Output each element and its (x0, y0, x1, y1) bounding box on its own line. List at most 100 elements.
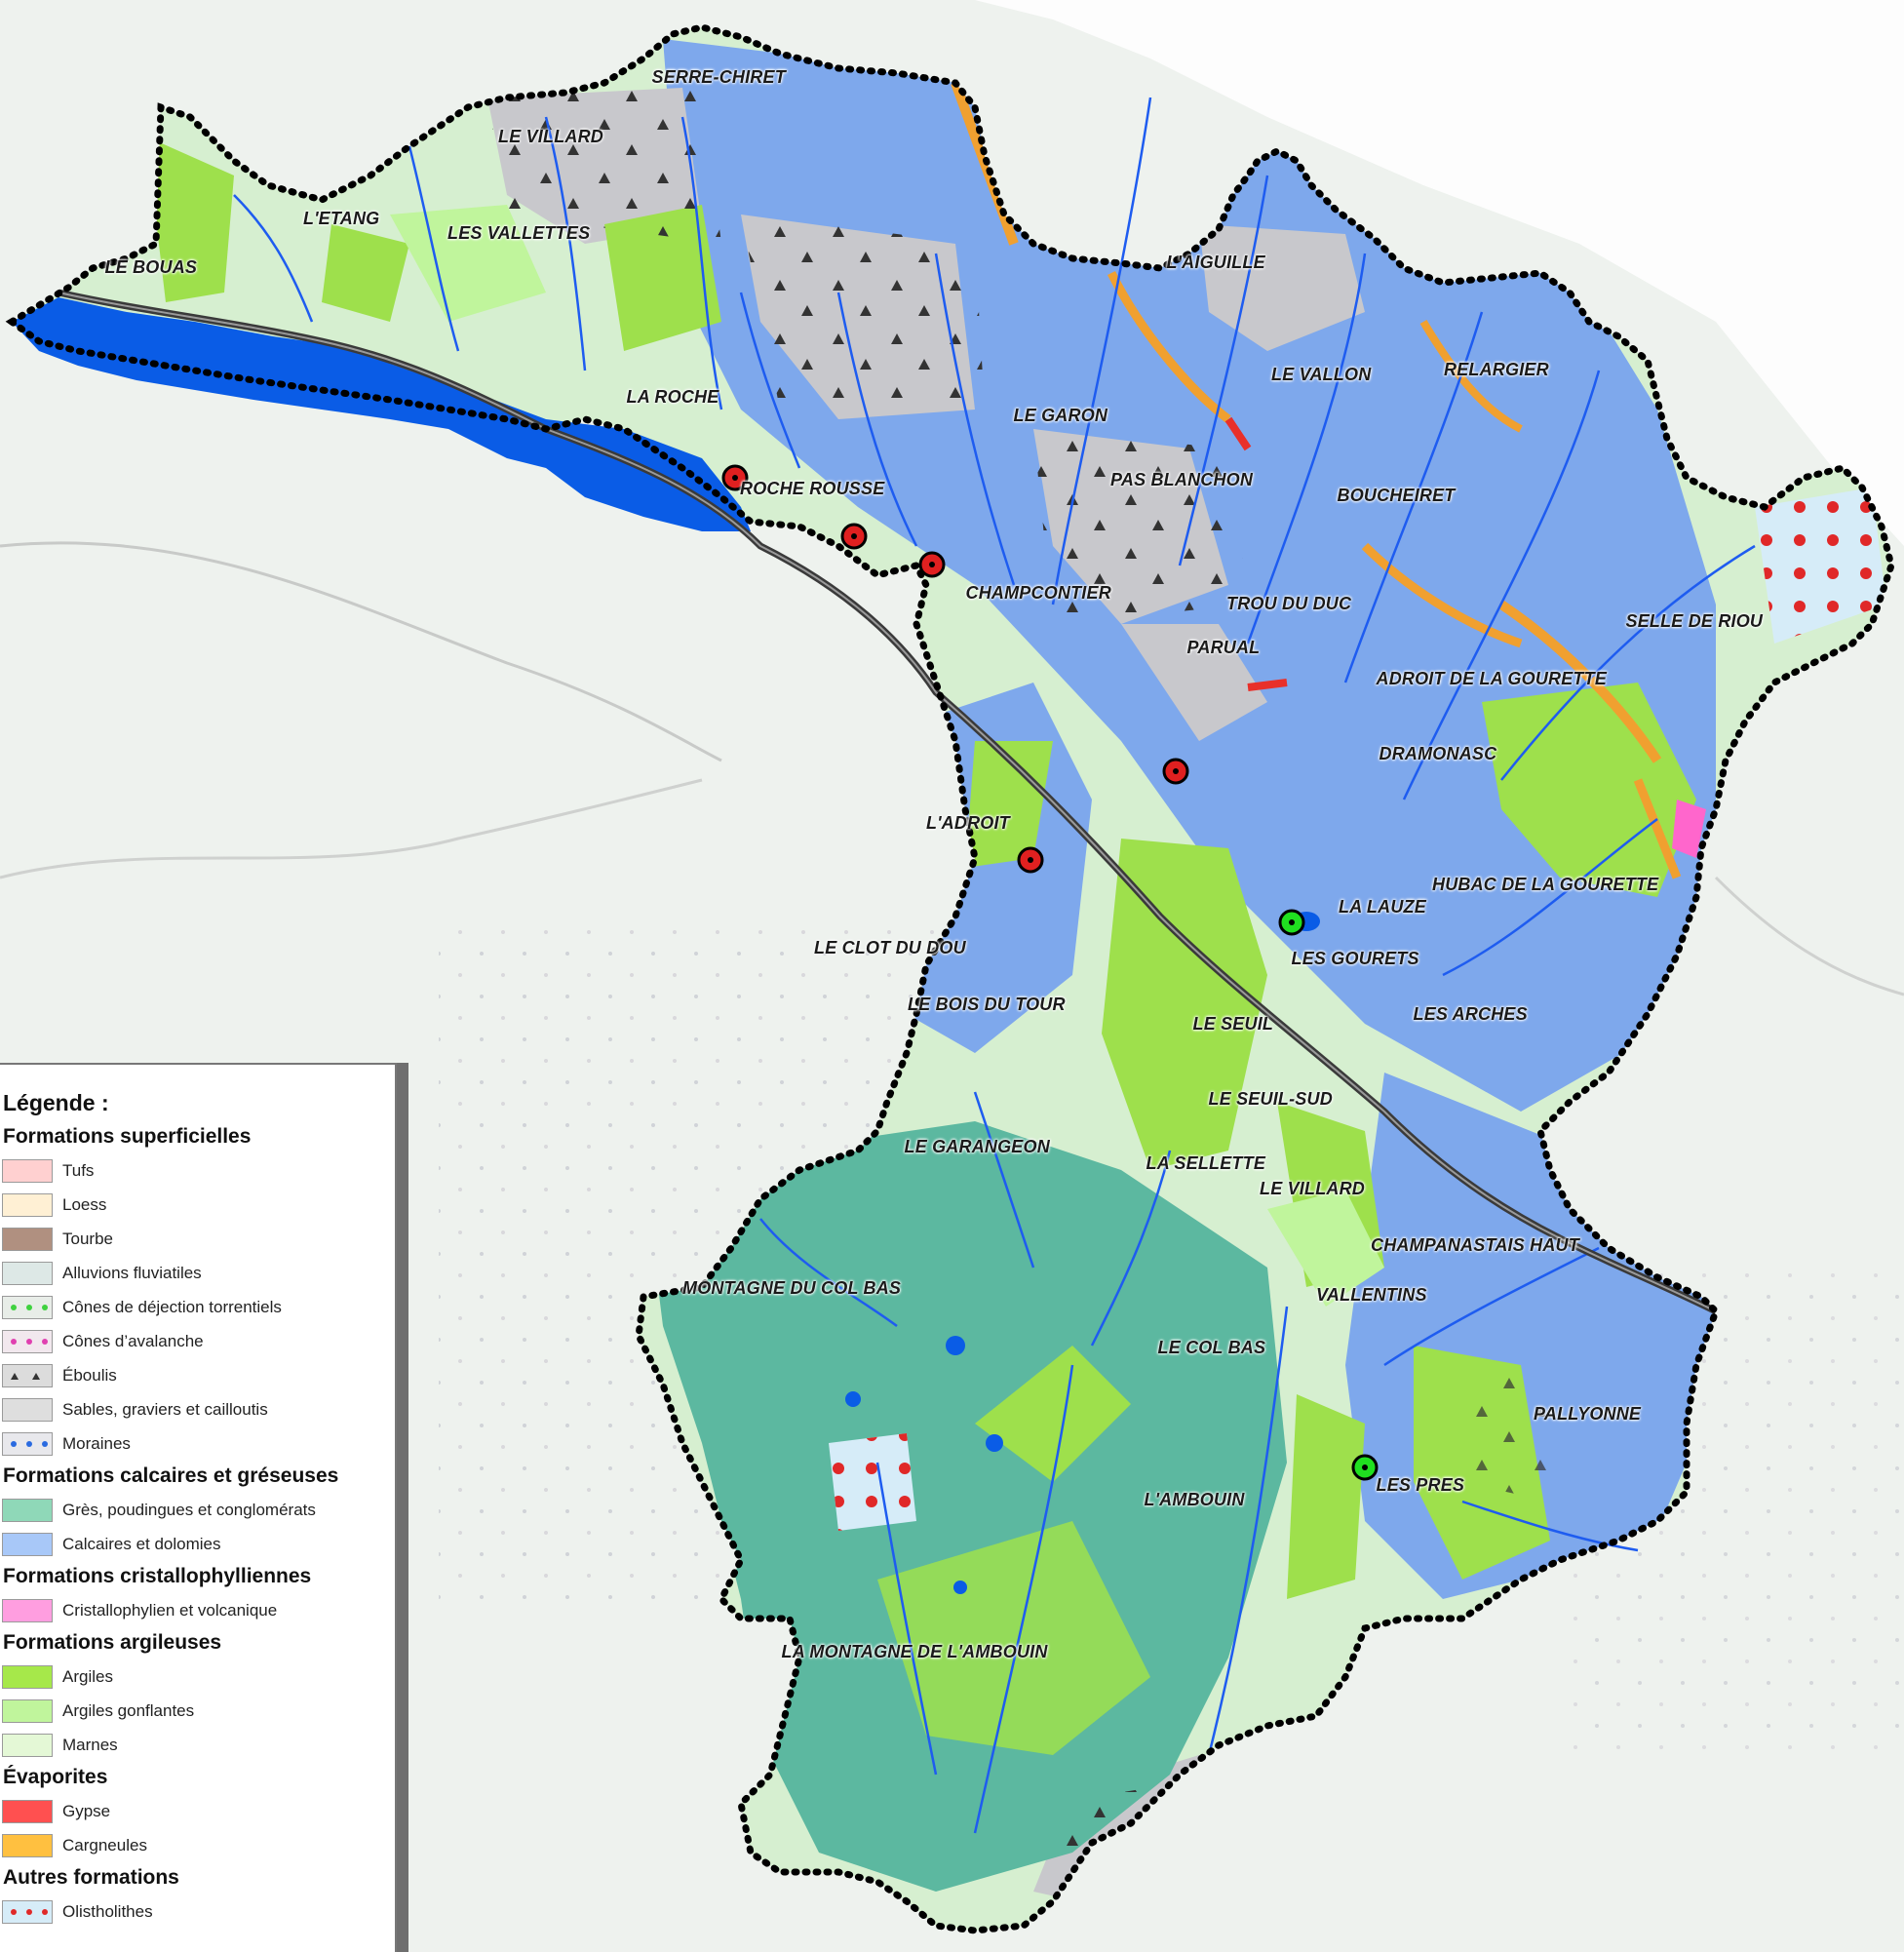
legend-item-label: Argiles (62, 1667, 113, 1686)
place-label: HUBAC DE LA GOURETTE (1432, 875, 1659, 894)
place-label: LE CLOT DU DOU (814, 938, 966, 957)
legend-item-label: Moraines (62, 1434, 131, 1453)
legend-swatch (2, 1800, 53, 1823)
green-marker (1351, 1454, 1379, 1481)
lake (12, 297, 751, 531)
place-label: LE COL BAS (1157, 1338, 1266, 1357)
legend-item-label: Grès, poudingues et conglomérats (62, 1501, 316, 1519)
legend-swatch (2, 1432, 53, 1456)
legend-section-title: Formations argileuses (3, 1631, 222, 1654)
place-label: CHAMPANASTAIS HAUT (1371, 1235, 1579, 1255)
red-markers (721, 464, 1189, 874)
legend-item: Olistholithes (2, 1898, 153, 1926)
red-marker (1162, 758, 1189, 785)
place-label: RELARGIER (1444, 360, 1549, 379)
place-label: LES ARCHES (1413, 1004, 1528, 1024)
legend-swatch (2, 1900, 53, 1924)
legend-item: Tufs (2, 1157, 94, 1185)
place-label: PALLYONNE (1534, 1404, 1642, 1424)
legend-section-title: Autres formations (3, 1866, 179, 1889)
legend-item: Marnes (2, 1732, 118, 1759)
place-label: LE SEUIL (1192, 1014, 1274, 1034)
legend-swatch (2, 1834, 53, 1857)
red-marker (1017, 846, 1044, 874)
legend-swatch (2, 1296, 53, 1319)
legend-item-label: Sables, graviers et cailloutis (62, 1400, 268, 1419)
legend-section-title: Formations superficielles (3, 1125, 252, 1148)
legend-item-label: Gypse (62, 1802, 111, 1820)
relief-shading (975, 0, 1904, 546)
legend-swatch (2, 1228, 53, 1251)
place-label: ADROIT DE LA GOURETTE (1376, 669, 1608, 688)
place-label: L'AMBOUIN (1144, 1490, 1245, 1509)
legend-item-label: Cônes d’avalanche (62, 1332, 204, 1350)
place-label: LE VILLARD (498, 127, 603, 146)
place-label: MONTAGNE DU COL BAS (682, 1278, 902, 1298)
place-label: LE VILLARD (1260, 1179, 1365, 1198)
place-label: LA ROCHE (626, 387, 719, 407)
place-label: DRAMONASC (1379, 744, 1497, 763)
place-label: LA SELLETTE (1146, 1153, 1266, 1173)
legend-item: Gypse (2, 1798, 110, 1825)
place-label: SELLE DE RIOU (1625, 611, 1764, 631)
legend-section-title: Évaporites (3, 1766, 108, 1788)
legend-item-label: Tufs (62, 1161, 95, 1180)
place-label: LES PRES (1376, 1475, 1465, 1495)
legend-item-label: Cristallophylien et volcanique (62, 1601, 278, 1620)
legend-item: Cônes d’avalanche (2, 1328, 204, 1355)
legend-swatch (2, 1734, 53, 1757)
legend-item-label: Alluvions fluviatiles (62, 1264, 202, 1282)
place-label: LE BOUAS (104, 257, 198, 277)
legend-swatch (2, 1262, 53, 1285)
place-label: LA MONTAGNE DE L'AMBOUIN (781, 1642, 1048, 1661)
legend-item-label: Calcaires et dolomies (62, 1535, 221, 1553)
place-label: LES GOURETS (1291, 949, 1419, 968)
place-label: SERRE-CHIRET (651, 67, 786, 87)
green-marker (1278, 909, 1305, 936)
legend-swatch (2, 1398, 53, 1422)
legend-item-label: Argiles gonflantes (62, 1701, 195, 1720)
place-label: ROCHE ROUSSE (740, 479, 885, 498)
legend-item: Moraines (2, 1430, 131, 1458)
legend-swatch (2, 1159, 53, 1183)
legend-item-label: Loess (62, 1195, 107, 1214)
legend-swatch (2, 1599, 53, 1622)
legend-item-label: Cargneules (62, 1836, 147, 1854)
legend-item-label: Marnes (62, 1736, 118, 1754)
legend-swatch (2, 1330, 53, 1353)
legend-swatch (2, 1364, 53, 1387)
place-label: L'AIGUILLE (1166, 253, 1265, 272)
legend-swatch (2, 1665, 53, 1689)
legend-item-label: Cônes de déjection torrentiels (62, 1298, 282, 1316)
legend-swatch (2, 1499, 53, 1522)
legend-item: Grès, poudingues et conglomérats (2, 1497, 316, 1524)
legend-section-title: Formations calcaires et gréseuses (3, 1464, 339, 1487)
legend-item-label: Tourbe (62, 1230, 113, 1248)
place-label: LE BOIS DU TOUR (908, 995, 1066, 1014)
legend-item: Alluvions fluviatiles (2, 1260, 202, 1287)
legend-swatch (2, 1533, 53, 1556)
place-label: LA LAUZE (1339, 897, 1426, 917)
place-label: PAS BLANCHON (1110, 470, 1254, 489)
place-label: BOUCHEIRET (1337, 486, 1456, 505)
legend-item: Loess (2, 1191, 106, 1219)
legend-item: Calcaires et dolomies (2, 1531, 221, 1558)
red-marker (840, 523, 868, 550)
place-label: TROU DU DUC (1226, 594, 1352, 613)
legend-item: Cargneules (2, 1832, 147, 1859)
legend-item: Argiles (2, 1663, 113, 1691)
place-label: LE SEUIL-SUD (1208, 1089, 1333, 1109)
river-network (233, 97, 1756, 1834)
legend-item: Cristallophylien et volcanique (2, 1597, 277, 1624)
legend-item: Sables, graviers et cailloutis (2, 1396, 268, 1424)
legend-item-label: Olistholithes (62, 1902, 153, 1921)
green-markers (1278, 909, 1379, 1481)
legend-swatch (2, 1193, 53, 1217)
legend-title: Légende : (3, 1090, 109, 1115)
place-label: PARUAL (1186, 638, 1261, 657)
place-label: L'ADROIT (926, 813, 1010, 833)
place-label: CHAMPCONTIER (965, 583, 1111, 603)
legend-item: Tourbe (2, 1226, 113, 1253)
